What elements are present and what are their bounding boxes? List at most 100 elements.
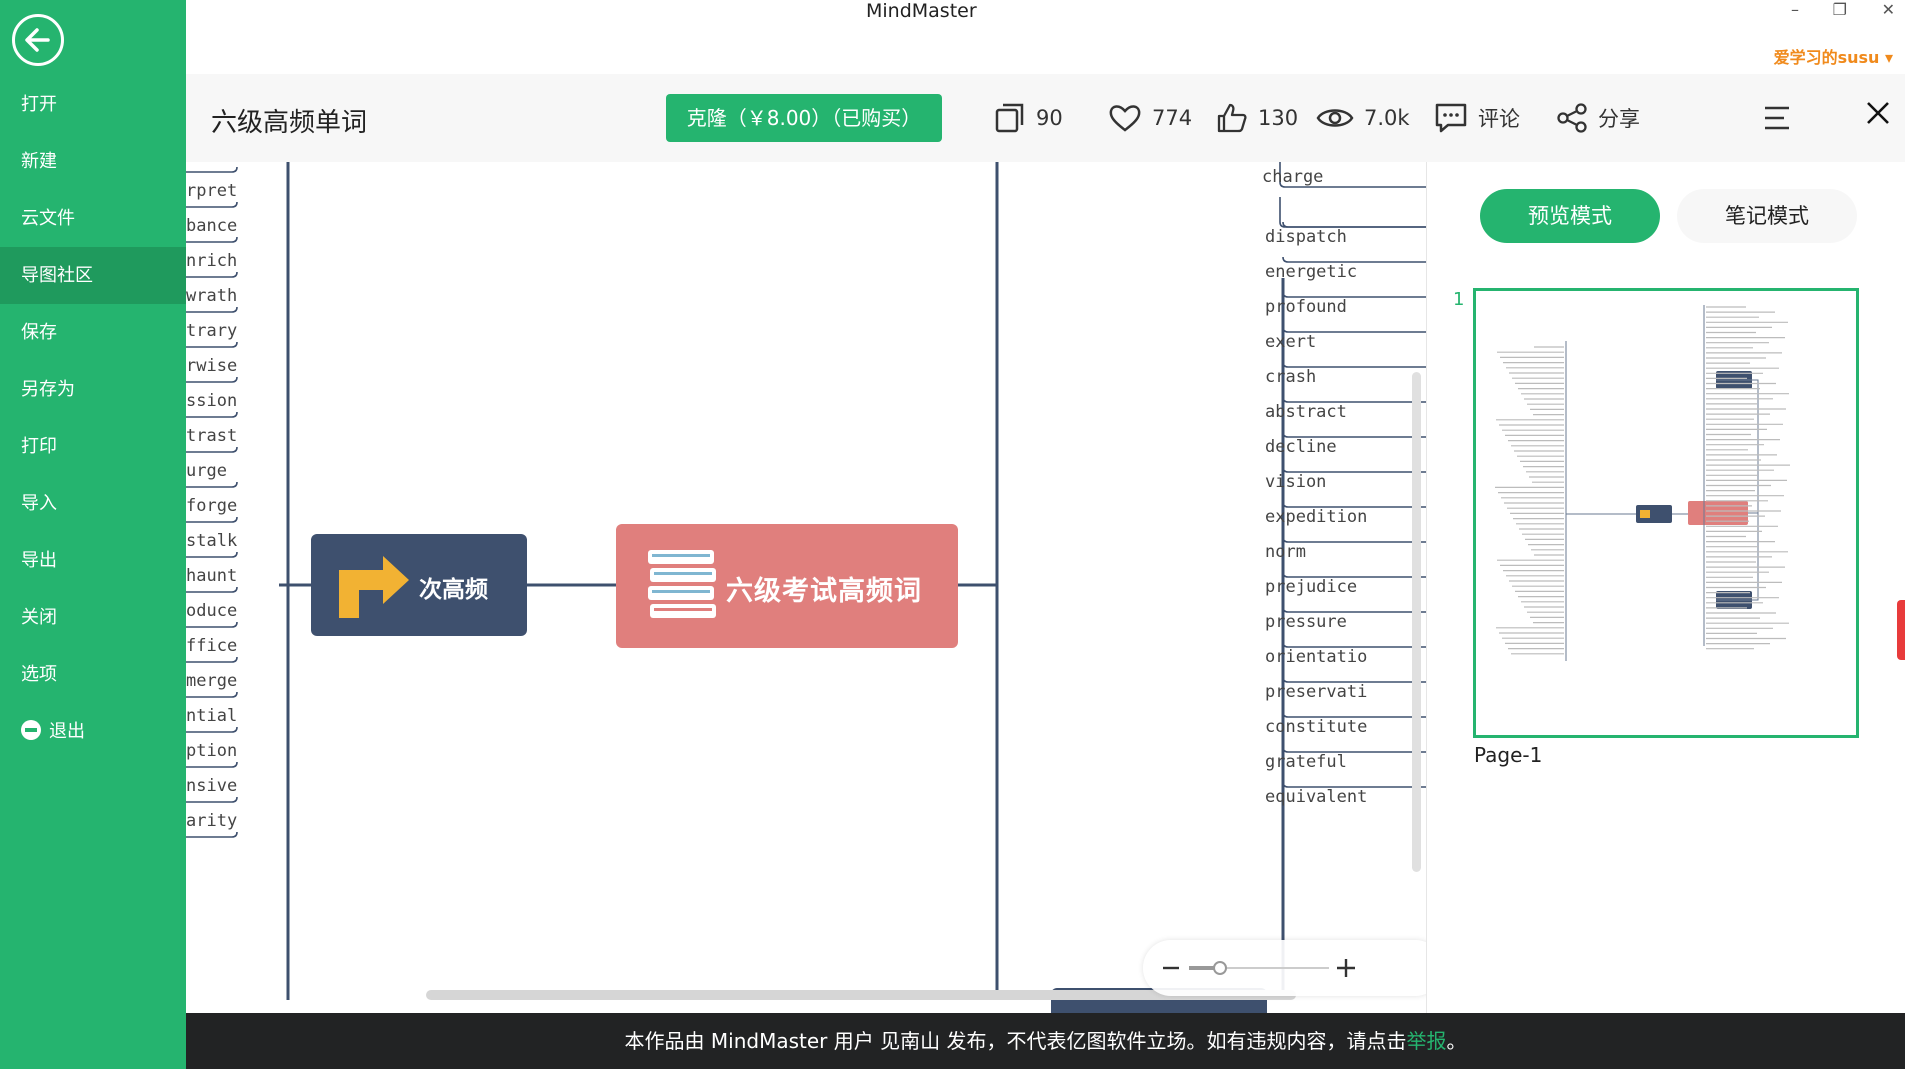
- right-word-topic[interactable]: equivalent: [1265, 787, 1368, 807]
- comment-label: 评论: [1478, 107, 1520, 131]
- copies-stat[interactable]: 90: [994, 100, 1063, 136]
- left-word-topic[interactable]: forge: [186, 496, 238, 516]
- zoom-out-icon[interactable]: [1161, 958, 1181, 978]
- left-word-topic[interactable]: haunt: [186, 566, 238, 586]
- sidebar-item-cloud-files[interactable]: 云文件: [0, 190, 186, 247]
- right-word-topic[interactable]: preservati: [1265, 682, 1368, 702]
- left-word-topic[interactable]: ption: [186, 741, 238, 761]
- panel-scroll-indicator[interactable]: [1897, 600, 1905, 660]
- restore-button[interactable]: ❐: [1832, 0, 1847, 19]
- views-count: 7.0k: [1364, 106, 1410, 130]
- right-word-topic[interactable]: dispatch: [1265, 227, 1347, 247]
- right-word-topic[interactable]: abstract: [1265, 402, 1347, 422]
- copies-count: 90: [1036, 106, 1063, 130]
- root-topic-label: 六级考试高频词: [726, 576, 922, 607]
- sidebar-item-save[interactable]: 保存: [0, 304, 186, 361]
- sidebar-item-export[interactable]: 导出: [0, 532, 186, 589]
- sidebar-item-close[interactable]: 关闭: [0, 589, 186, 646]
- title-bar: MindMaster – ❐ ✕ 爱学习的susu ▾: [186, 0, 1905, 70]
- sidebar-item-label: 打印: [21, 436, 57, 457]
- left-word-topic[interactable]: merge: [186, 671, 238, 691]
- left-word-topic[interactable]: wrath: [186, 286, 238, 306]
- note-mode-button[interactable]: 笔记模式: [1677, 189, 1857, 243]
- sub-topic-node[interactable]: 次高频: [311, 534, 527, 636]
- left-word-topic[interactable]: flank: [186, 162, 237, 166]
- page-title: 六级高频单词: [211, 108, 368, 138]
- sidebar-item-options[interactable]: 选项: [0, 646, 186, 703]
- sidebar-item-community[interactable]: 导图社区: [0, 247, 186, 304]
- left-word-topic[interactable]: ffice: [186, 636, 238, 656]
- left-word-topic[interactable]: trast: [186, 426, 238, 446]
- right-word-topic[interactable]: charge: [1262, 167, 1324, 187]
- sidebar-item-import[interactable]: 导入: [0, 475, 186, 532]
- sidebar: 打开 新建 云文件 导图社区 保存 另存为 打印 导入 导出 关闭 选项 退出: [0, 0, 186, 1069]
- left-word-topic[interactable]: arity: [186, 811, 238, 831]
- user-menu[interactable]: 爱学习的susu ▾: [1773, 48, 1893, 67]
- sidebar-item-new[interactable]: 新建: [0, 133, 186, 190]
- left-word-topic[interactable]: bance: [186, 216, 238, 236]
- right-word-topic[interactable]: energetic: [1265, 262, 1358, 282]
- left-word-topic[interactable]: nrich: [186, 251, 238, 271]
- favorite-stat[interactable]: 774: [1108, 100, 1192, 136]
- zoom-slider[interactable]: [1189, 967, 1329, 969]
- sidebar-item-label: 保存: [21, 322, 57, 343]
- sidebar-item-label: 云文件: [21, 208, 75, 229]
- left-word-topic[interactable]: rwise: [186, 356, 238, 376]
- right-word-topic[interactable]: vision: [1265, 472, 1327, 492]
- root-topic-node[interactable]: 六级考试高频词: [616, 524, 958, 648]
- vertical-scrollbar[interactable]: [1412, 372, 1421, 872]
- right-word-topic[interactable]: orientatio: [1265, 647, 1368, 667]
- left-word-topic[interactable]: oduce: [186, 601, 238, 621]
- comment-icon: [1435, 103, 1467, 133]
- window-close-button[interactable]: ✕: [1881, 0, 1895, 19]
- right-word-topic[interactable]: decline: [1265, 437, 1337, 457]
- back-arrow-icon[interactable]: [12, 14, 64, 66]
- left-word-topic[interactable]: ntial: [186, 706, 238, 726]
- minimize-button[interactable]: –: [1791, 0, 1799, 19]
- like-stat[interactable]: 130: [1216, 100, 1298, 136]
- left-word-topic[interactable]: rpret: [186, 181, 238, 201]
- right-word-topic[interactable]: expedition: [1265, 507, 1368, 527]
- left-word-topic[interactable]: urge: [186, 461, 227, 481]
- sidebar-item-open[interactable]: 打开: [0, 76, 186, 133]
- zoom-in-icon[interactable]: [1335, 957, 1357, 979]
- horizontal-scrollbar[interactable]: [426, 990, 1296, 1000]
- preview-mode-button[interactable]: 预览模式: [1480, 189, 1660, 243]
- share-label: 分享: [1598, 107, 1640, 131]
- right-word-topic[interactable]: profound: [1265, 297, 1347, 317]
- zoom-slider-handle[interactable]: [1213, 961, 1227, 975]
- left-word-topic[interactable]: ssion: [186, 391, 238, 411]
- like-count: 130: [1258, 106, 1299, 130]
- report-link[interactable]: 举报: [1406, 1029, 1447, 1053]
- share-button[interactable]: 分享: [1556, 100, 1640, 136]
- mindmap-canvas[interactable]: flank rpret bance nrich wrath trary rwise ssion…: [186, 162, 1426, 1013]
- menu-icon: [1765, 106, 1789, 130]
- right-word-topic[interactable]: constitute: [1265, 717, 1368, 737]
- sidebar-item-label: 打开: [21, 94, 57, 115]
- right-word-topic[interactable]: norm: [1265, 542, 1306, 562]
- footer-text-end: 。: [1446, 1029, 1467, 1053]
- share-icon: [1557, 103, 1587, 133]
- left-word-topic[interactable]: stalk: [186, 531, 238, 551]
- close-document-button[interactable]: [1865, 100, 1891, 130]
- zoom-control: [1143, 940, 1426, 996]
- sidebar-item-exit[interactable]: 退出: [0, 703, 186, 760]
- left-word-topic[interactable]: nsive: [186, 776, 238, 796]
- right-word-topic[interactable]: pressure: [1265, 612, 1347, 632]
- clone-button[interactable]: 克隆（￥8.00）（已购买）: [666, 94, 942, 142]
- right-word-topic[interactable]: grateful: [1265, 752, 1347, 772]
- sidebar-item-label: 退出: [49, 721, 85, 742]
- close-icon: [1867, 102, 1889, 124]
- thumbs-up-icon: [1217, 103, 1247, 133]
- left-word-topic[interactable]: trary: [186, 321, 238, 341]
- right-word-topic[interactable]: exert: [1265, 332, 1317, 352]
- sidebar-item-save-as[interactable]: 另存为: [0, 361, 186, 418]
- sidebar-item-label: 新建: [21, 151, 57, 172]
- right-word-topic[interactable]: prejudice: [1265, 577, 1358, 597]
- menu-button[interactable]: [1762, 100, 1802, 136]
- comment-button[interactable]: 评论: [1434, 100, 1520, 136]
- page-thumbnail[interactable]: [1473, 288, 1859, 738]
- right-word-topic[interactable]: crash: [1265, 367, 1317, 387]
- sidebar-item-print[interactable]: 打印: [0, 418, 186, 475]
- turn-arrow-icon: [339, 556, 409, 618]
